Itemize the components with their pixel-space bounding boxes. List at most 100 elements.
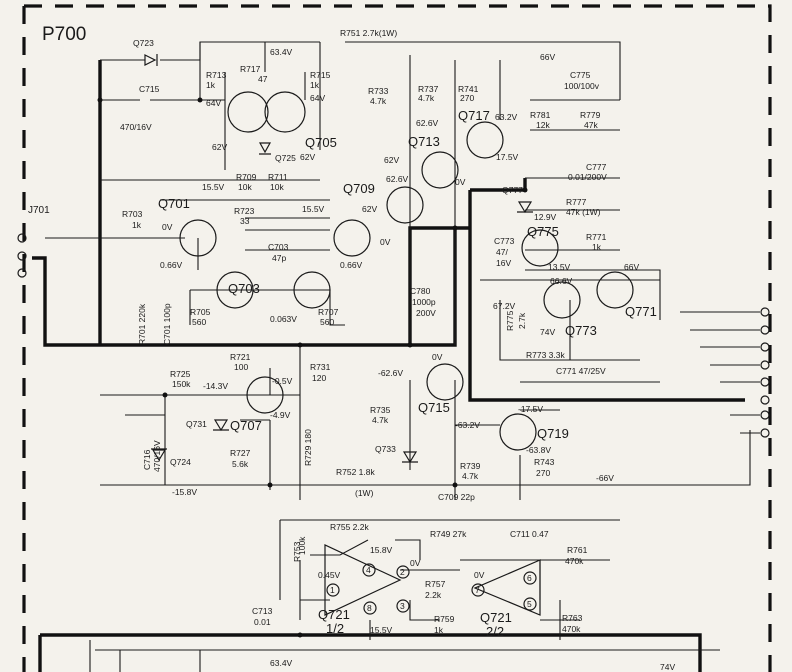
q713-label: Q713 bbox=[408, 134, 440, 149]
r735-value: 4.7k bbox=[372, 415, 389, 425]
v-62.6-a: 62.6V bbox=[416, 118, 439, 128]
opamp-2 bbox=[473, 559, 541, 616]
c701-label: C701 100p bbox=[162, 303, 172, 345]
r717-value: 47 bbox=[258, 74, 268, 84]
v-66.6: 66.6V bbox=[550, 276, 573, 286]
r757-label: R757 bbox=[425, 579, 446, 589]
r703-value: 1k bbox=[132, 220, 142, 230]
r701-label: R701 220k bbox=[137, 303, 147, 345]
v-neg-17.5: -17.5V bbox=[518, 404, 543, 414]
r773-label: R773 3.3k bbox=[526, 350, 565, 360]
r705-value: 560 bbox=[192, 317, 206, 327]
r709-label: R709 bbox=[236, 172, 257, 182]
r752-watt: (1W) bbox=[355, 488, 374, 498]
q721a-unit: 1/2 bbox=[326, 621, 344, 636]
c709-label: C709 22p bbox=[438, 492, 475, 502]
c716-label: C716 bbox=[142, 449, 152, 470]
q709-label: Q709 bbox=[343, 181, 375, 196]
r725-label: R725 bbox=[170, 369, 191, 379]
v-15.5-right: 15.5V bbox=[302, 204, 325, 214]
r723-label: R723 bbox=[234, 206, 255, 216]
r741-value: 270 bbox=[460, 93, 474, 103]
v-15.5-left: 15.5V bbox=[202, 182, 225, 192]
r709-value: 10k bbox=[238, 182, 252, 192]
c715-label: C715 bbox=[139, 84, 160, 94]
v-15.5-bottom: 15.5V bbox=[370, 625, 393, 635]
c777-label: C777 bbox=[586, 162, 607, 172]
r761-value: 470k bbox=[565, 556, 584, 566]
q719-label: Q719 bbox=[537, 426, 569, 441]
pin-label: 1 bbox=[330, 585, 335, 595]
v-12.9: 12.9V bbox=[534, 212, 557, 222]
r755-label: R755 2.2k bbox=[330, 522, 369, 532]
board-label: P700 bbox=[42, 24, 86, 45]
q725-label: Q725 bbox=[275, 153, 296, 163]
r751-label: R751 2.7k(1W) bbox=[340, 28, 397, 38]
v-0-d: 0V bbox=[432, 352, 443, 362]
c713-value: 0.01 bbox=[254, 617, 271, 627]
signal-wiring bbox=[45, 41, 760, 672]
r725-value: 150k bbox=[172, 379, 191, 389]
pin-label: 3 bbox=[400, 601, 405, 611]
v-neg-62.6: -62.6V bbox=[378, 368, 403, 378]
v-66-right: 66V bbox=[624, 262, 639, 272]
r735-label: R735 bbox=[370, 405, 391, 415]
r703-label: R703 bbox=[122, 209, 143, 219]
v-0-f: 0V bbox=[474, 570, 485, 580]
c773-value: 47/ bbox=[496, 247, 508, 257]
q731-label: Q731 bbox=[186, 419, 207, 429]
r741-label: R741 bbox=[458, 84, 479, 94]
q715-label: Q715 bbox=[418, 400, 450, 415]
v-neg-14.3: -14.3V bbox=[203, 381, 228, 391]
c775-label: C775 bbox=[570, 70, 591, 80]
r739-label: R739 bbox=[460, 461, 481, 471]
transistor-symbols bbox=[179, 91, 634, 451]
r705-label: R705 bbox=[190, 307, 211, 317]
v-neg-4.9: -4.9V bbox=[270, 410, 291, 420]
v-67.2: 67.2V bbox=[493, 301, 516, 311]
pin-label: 7 bbox=[475, 585, 480, 595]
r737-value: 4.7k bbox=[418, 93, 435, 103]
r727-value: 5.6k bbox=[232, 459, 249, 469]
r777-value: 47k (1W) bbox=[566, 207, 601, 217]
q705-label: Q705 bbox=[305, 135, 337, 150]
ic-pin-circles bbox=[326, 563, 537, 615]
v-62-c: 62V bbox=[384, 155, 399, 165]
v-0.66-a: 0.66V bbox=[160, 260, 183, 270]
r727-label: R727 bbox=[230, 448, 251, 458]
v-62-d: 62V bbox=[362, 204, 377, 214]
v-neg-63.8: -63.8V bbox=[526, 445, 551, 455]
q721a-label: Q721 bbox=[318, 607, 350, 622]
r713-value: 1k bbox=[206, 80, 216, 90]
r749-label: R749 27k bbox=[430, 529, 467, 539]
v-63.2: 63.2V bbox=[495, 112, 518, 122]
r757-value: 2.2k bbox=[425, 590, 442, 600]
q721b-label: Q721 bbox=[480, 610, 512, 625]
v-0-e: 0V bbox=[410, 558, 421, 568]
v-62-b: 62V bbox=[300, 152, 315, 162]
r743-value: 270 bbox=[536, 468, 550, 478]
q733-label: Q733 bbox=[375, 444, 396, 454]
r731-value: 120 bbox=[312, 373, 326, 383]
r771-label: R771 bbox=[586, 232, 607, 242]
c775-value: 100/100v bbox=[564, 81, 600, 91]
v-62.6-b: 62.6V bbox=[386, 174, 409, 184]
pin-label: 6 bbox=[527, 573, 532, 583]
r753-label: R753 bbox=[292, 541, 302, 562]
q773-label: Q773 bbox=[565, 323, 597, 338]
r739-value: 4.7k bbox=[462, 471, 479, 481]
v-0.66-b: 0.66V bbox=[340, 260, 363, 270]
q771-label: Q771 bbox=[625, 304, 657, 319]
r775-value: 2.7k bbox=[517, 312, 527, 329]
r733-label: R733 bbox=[368, 86, 389, 96]
junction-dots bbox=[97, 97, 528, 638]
r711-value: 10k bbox=[270, 182, 284, 192]
q703-label: Q703 bbox=[228, 281, 260, 296]
v-0-c: 0V bbox=[455, 177, 466, 187]
opamp-1 bbox=[324, 544, 402, 616]
r779-value: 47k bbox=[584, 120, 598, 130]
q701-label: Q701 bbox=[158, 196, 190, 211]
q721b-unit: 2/2 bbox=[486, 624, 504, 639]
r759-value: 1k bbox=[434, 625, 444, 635]
